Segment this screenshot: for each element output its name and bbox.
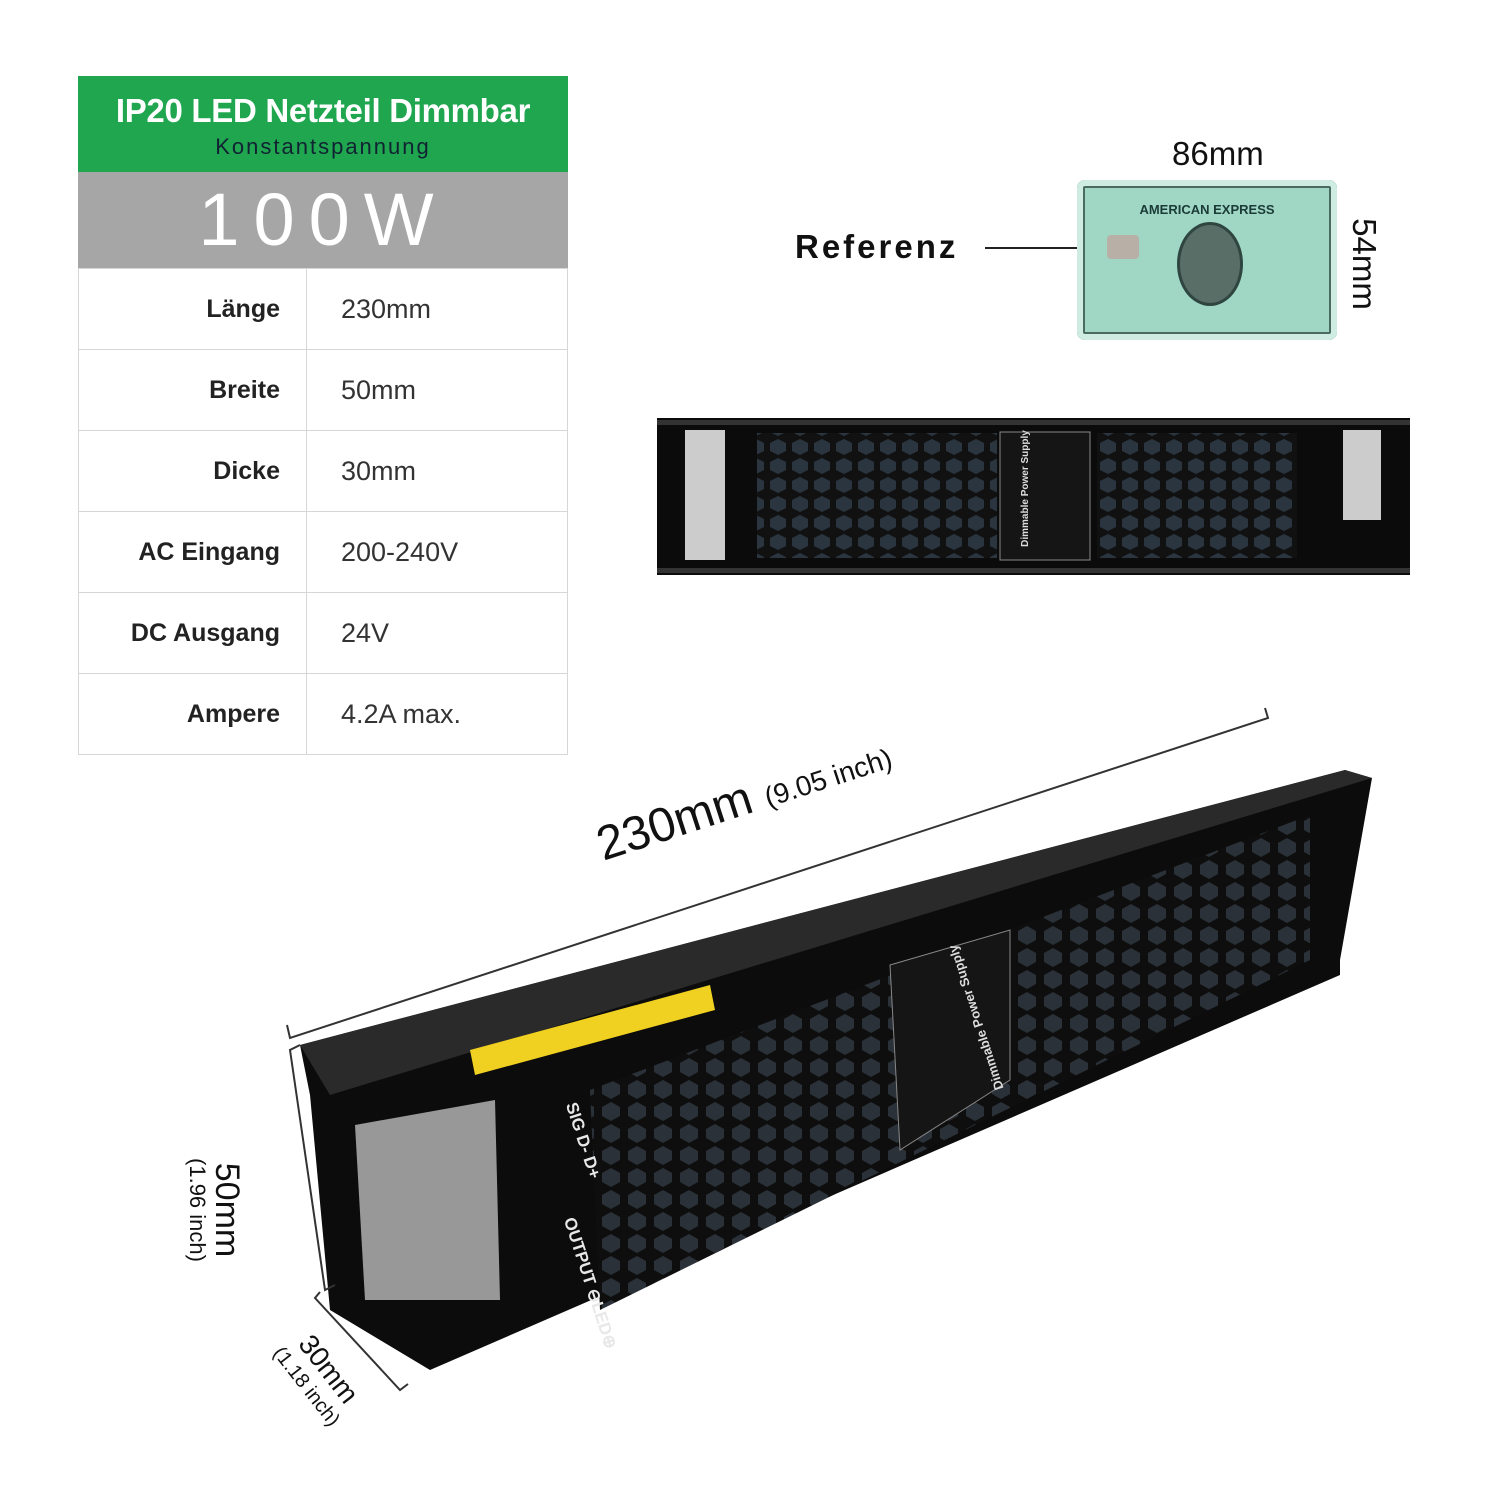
product-top-view: Dimmable Power Supply [657, 418, 1410, 575]
credit-card-image: AMERICAN EXPRESS [1077, 180, 1337, 340]
spec-label: Länge [78, 268, 307, 350]
card-chip-icon [1107, 235, 1139, 259]
product-top-view-image [657, 418, 1410, 575]
spec-value: 24V [306, 592, 568, 674]
width-dimension: 50mm (1.96 inch) [182, 1158, 246, 1262]
spec-value: 30mm [306, 430, 568, 512]
reference-label: Referenz [795, 228, 959, 265]
spec-table: IP20 LED Netzteil Dimmbar Konstantspannu… [78, 76, 568, 755]
spec-value: 230mm [306, 268, 568, 350]
spec-label: Ampere [78, 673, 307, 755]
spec-value: 200-240V [306, 511, 568, 593]
power-rating: 100W [78, 172, 568, 268]
reference-line [985, 247, 1083, 249]
spec-label: Dicke [78, 430, 307, 512]
spec-value: 4.2A max. [306, 673, 568, 755]
spec-label: AC Eingang [78, 511, 307, 593]
card-portrait-icon [1177, 222, 1243, 306]
card-width-label: 86mm [1172, 135, 1264, 172]
product-title: IP20 LED Netzteil Dimmbar [115, 92, 531, 129]
card-brand: AMERICAN EXPRESS [1139, 202, 1275, 217]
width-mm: 50mm [207, 1162, 246, 1258]
width-inch: (1.96 inch) [184, 1158, 210, 1262]
product-subtitle: Konstantspannung [215, 134, 431, 159]
spec-header: IP20 LED Netzteil Dimmbar Konstantspannu… [78, 76, 568, 172]
